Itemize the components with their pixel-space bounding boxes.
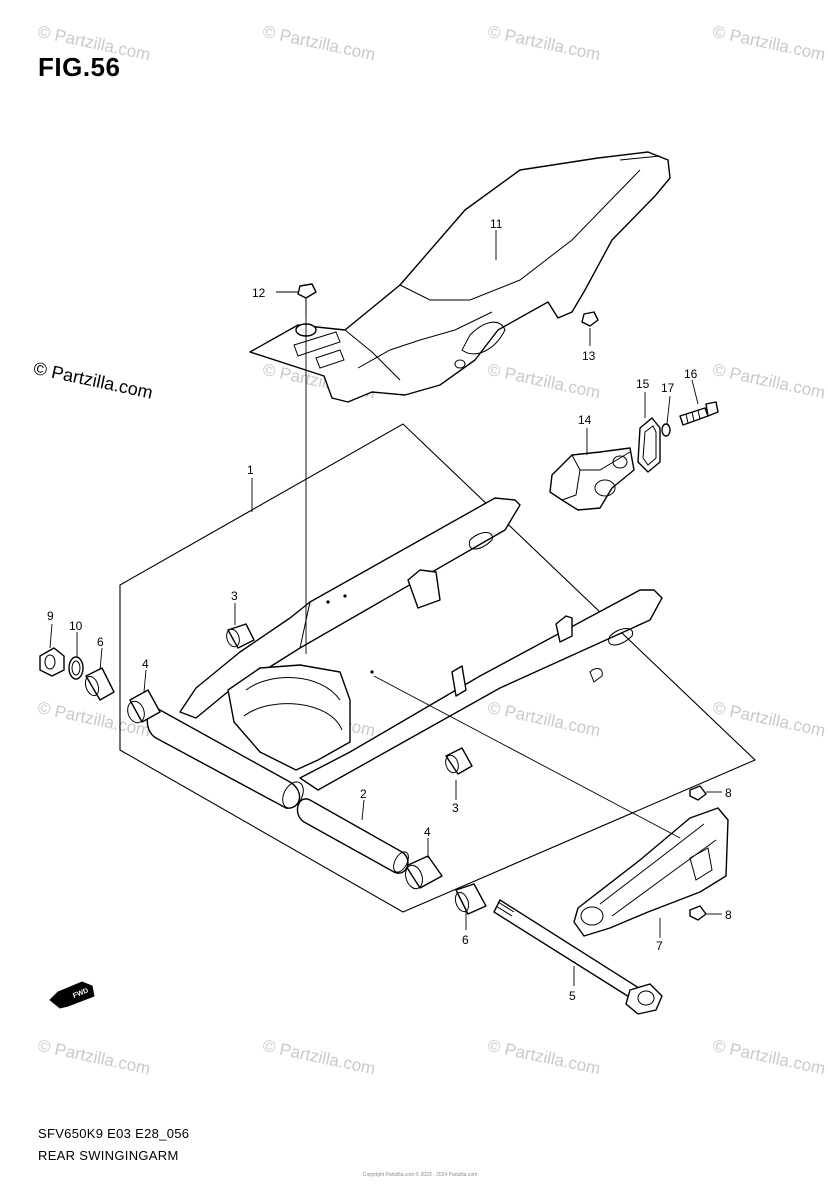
- collar-6-left: [84, 667, 115, 701]
- bolt-8-lower: [689, 905, 707, 921]
- nut-9: [39, 647, 65, 677]
- callout-13: 13: [582, 349, 596, 363]
- washer-10: [68, 656, 84, 680]
- screw-13: [581, 311, 599, 327]
- spacer-tube-2: [296, 798, 409, 874]
- callout-2: 2: [360, 787, 367, 801]
- callout-4-left: 4: [142, 657, 149, 671]
- callout-4-right: 4: [424, 825, 431, 839]
- bracket-7: [573, 807, 729, 937]
- callout-6-right: 6: [462, 933, 469, 947]
- callout-10: 10: [69, 619, 83, 633]
- callout-8-lower: 8: [725, 908, 732, 922]
- bearing-4-right: [405, 855, 443, 890]
- callout-12: 12: [252, 286, 266, 300]
- assembly-outline: [119, 423, 756, 913]
- washer-17: [661, 423, 671, 437]
- chain-guide-block: [549, 447, 635, 511]
- leader-lines: [49, 230, 722, 986]
- plate-15: [637, 417, 661, 473]
- bolt-16: [679, 401, 719, 426]
- collar-6-right: [454, 883, 487, 915]
- callout-3-lower: 3: [452, 801, 459, 815]
- callout-9: 9: [47, 609, 54, 623]
- callout-3-upper: 3: [231, 589, 238, 603]
- callout-15: 15: [636, 377, 650, 391]
- copyright-note: Copyright Partzilla.com © 2023 - 2024 Pa…: [362, 1172, 478, 1178]
- diagram-code: SFV650K9 E03 E28_056: [38, 1126, 190, 1141]
- callout-1: 1: [247, 463, 254, 477]
- callout-16: 16: [684, 367, 698, 381]
- callout-8-upper: 8: [725, 786, 732, 800]
- callout-11: 11: [490, 217, 503, 231]
- bolt-8-upper: [689, 785, 707, 801]
- bearing-4-left: [127, 689, 161, 724]
- diagram-name: REAR SWINGINGARM: [38, 1148, 179, 1163]
- pivot-shaft-5: [493, 899, 663, 1015]
- callout-6-left: 6: [97, 635, 104, 649]
- chain-guard: [249, 151, 671, 403]
- bushing-3-upper: [226, 623, 255, 649]
- fwd-arrow-icon: FWD: [49, 981, 95, 1009]
- callout-17: 17: [661, 381, 675, 395]
- callout-7: 7: [656, 939, 663, 953]
- callout-labels: 11 12 13 14 15 16 17 1 3 4 9 10 6 2 3 4 …: [47, 217, 732, 1003]
- swingarm: [146, 497, 663, 809]
- callout-5: 5: [569, 989, 576, 1003]
- bolt-12: [297, 283, 317, 316]
- figure-title: FIG.56: [38, 52, 121, 82]
- callout-14: 14: [578, 413, 592, 427]
- bushing-3-lower: [445, 747, 473, 775]
